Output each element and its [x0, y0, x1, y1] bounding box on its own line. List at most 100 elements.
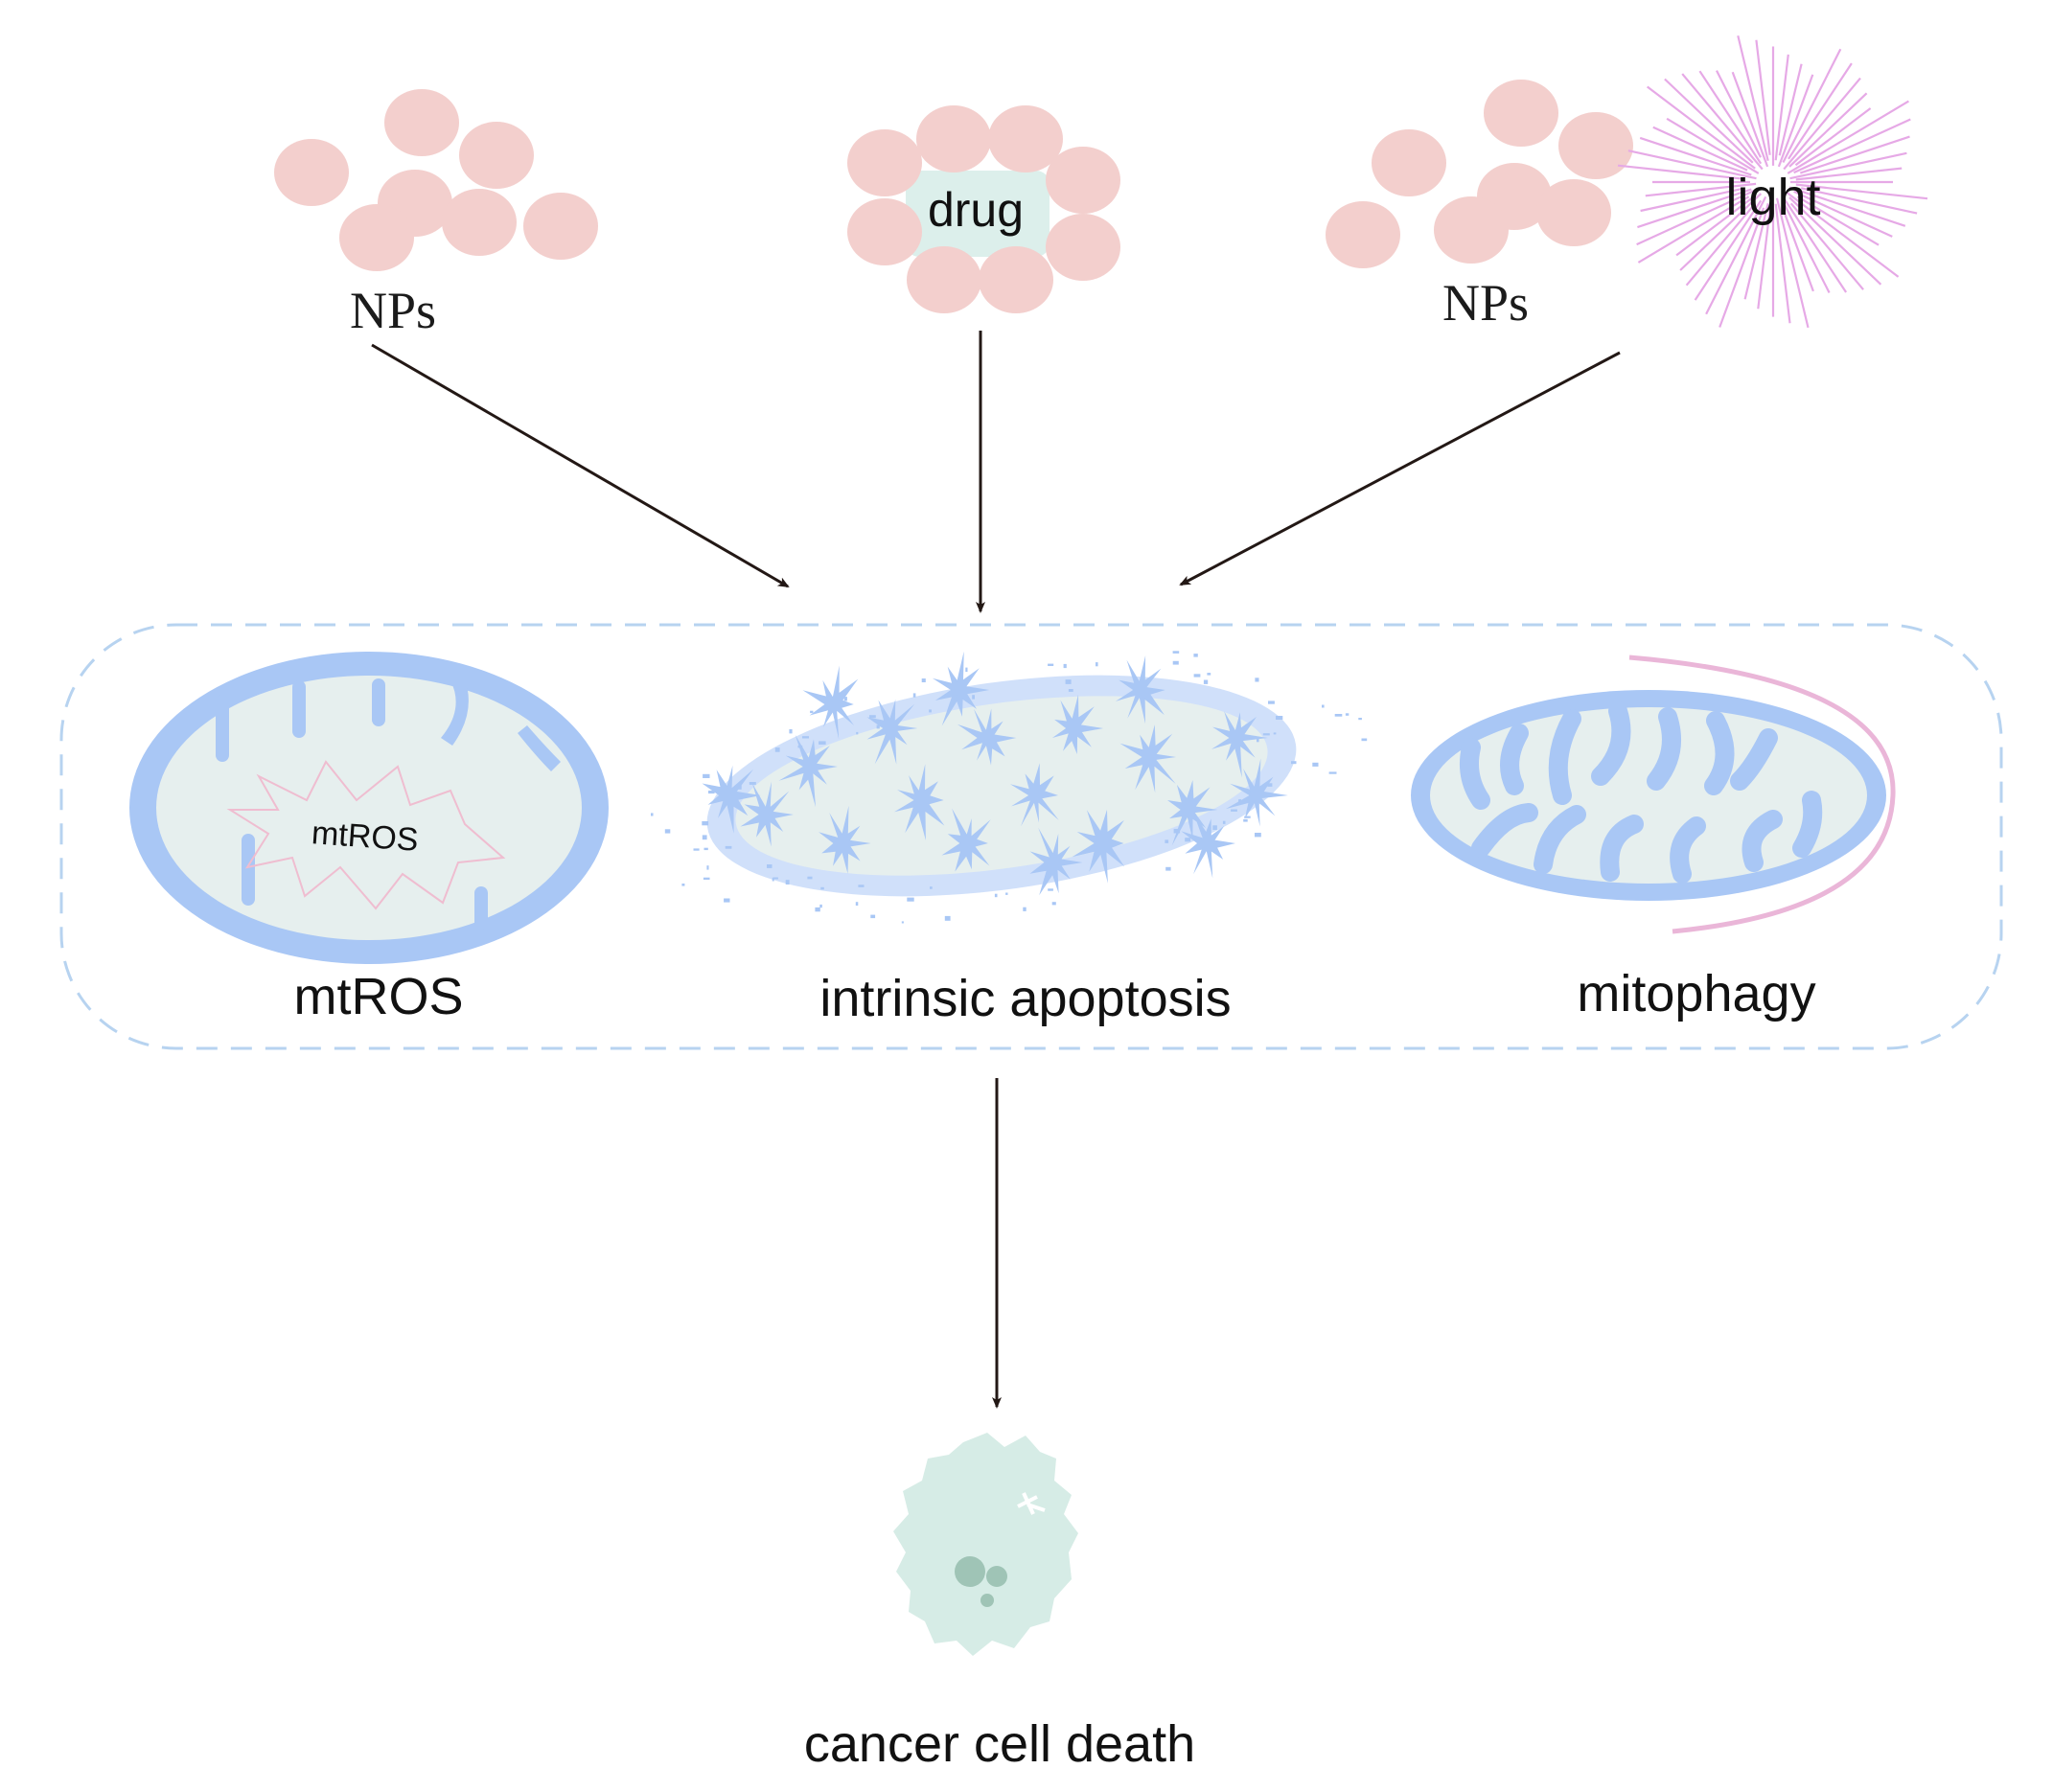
mito-debris: [706, 865, 709, 870]
mito-debris: [1262, 733, 1270, 736]
mito-debris: [1257, 738, 1259, 743]
mito-debris: [1063, 663, 1067, 669]
mito-fragment: [1010, 763, 1059, 827]
mito-debris: [1328, 771, 1337, 774]
mito-debris: [773, 877, 778, 880]
nanoparticle: [1326, 201, 1400, 268]
autophagosome-arc: [1628, 655, 1896, 934]
light-ray: [1793, 190, 1893, 238]
mito-debris: [708, 791, 715, 794]
light-ray: [1719, 207, 1765, 328]
nanoparticle: [459, 122, 534, 189]
light-ray: [1637, 195, 1750, 264]
mito-debris: [807, 876, 813, 880]
light-ray: [1796, 195, 1880, 246]
mito-debris: [802, 736, 809, 739]
mito-debris: [876, 724, 880, 729]
outcome-label: cancer cell death: [804, 1715, 1195, 1773]
light-ray: [1716, 70, 1762, 158]
mito-debris: [1358, 718, 1362, 721]
nanoparticle: [442, 189, 517, 256]
light-ray: [1652, 126, 1748, 172]
light-ray: [1795, 167, 1903, 181]
nanoparticle: [1484, 80, 1558, 147]
mito-debris: [956, 692, 958, 696]
mito-fragment: [819, 805, 871, 874]
mito-debris: [810, 710, 814, 714]
mito-debris: [1173, 828, 1181, 834]
nanoparticle: [916, 105, 991, 172]
nanoparticle: [1046, 147, 1120, 214]
light-ray: [1789, 151, 1907, 180]
mito-fragment: [1211, 711, 1268, 778]
mito-debris: [1165, 839, 1169, 843]
drug-carrier: drug: [847, 105, 1120, 313]
light-ray: [1617, 164, 1745, 180]
mito-debris: [843, 697, 847, 701]
light-ray: [1782, 48, 1842, 163]
mito-debris: [1245, 724, 1250, 727]
light-ray: [1781, 195, 1848, 293]
mito-debris: [856, 731, 859, 735]
mito-debris: [965, 667, 968, 673]
nanoparticle: [1536, 179, 1611, 246]
mito-fragment: [740, 781, 794, 847]
drug-core: [906, 171, 1050, 257]
mito-fragment: [1181, 811, 1235, 879]
mito-fragment: [932, 651, 990, 726]
light-ray: [1666, 117, 1760, 174]
mito-debris: [820, 886, 824, 890]
mito-debris: [1255, 833, 1261, 838]
mito-debris: [785, 880, 790, 885]
mito-debris: [1048, 663, 1054, 666]
light-ray: [1788, 186, 1906, 227]
mito-debris: [1231, 809, 1237, 812]
mito-debris: [693, 848, 700, 851]
np-cluster-right: [1326, 80, 1633, 268]
light-ray: [1787, 100, 1909, 174]
light-ray: [1743, 202, 1769, 300]
light-ray: [1800, 187, 1918, 215]
mito-fragment: [894, 764, 945, 840]
light-ray: [1679, 193, 1763, 271]
mito-debris: [702, 821, 709, 826]
mito-debris: [797, 745, 803, 748]
mito-debris: [1249, 792, 1252, 796]
light-ray: [1783, 77, 1861, 171]
mito-debris: [1322, 704, 1325, 708]
light-ray: [1794, 107, 1872, 167]
mito-debris: [1276, 716, 1283, 720]
light-ray: [1705, 195, 1767, 315]
mito-debris: [1185, 838, 1191, 842]
light-ray: [1637, 188, 1752, 229]
cristae: [1460, 701, 1823, 884]
mtros-inner-label: mtROS: [311, 815, 420, 859]
light-ray: [1737, 34, 1769, 162]
mito-fragment: [1029, 827, 1083, 896]
mito-debris: [1172, 651, 1180, 654]
mito-debris: [1193, 654, 1198, 657]
mito-debris: [767, 864, 773, 868]
mito-debris: [912, 693, 916, 698]
light-ray: [1778, 63, 1803, 156]
mito-debris: [703, 877, 710, 880]
light-ray: [1757, 197, 1773, 310]
np-label-left: NPs: [350, 282, 436, 339]
mito-fragment: [778, 735, 838, 808]
mito-debris: [994, 893, 998, 898]
mechanism-box: [59, 623, 2003, 1050]
light-burst-icon: [1617, 34, 1928, 329]
mito-debris: [819, 741, 826, 745]
light-ray: [1799, 135, 1910, 174]
light-ray: [1774, 203, 1791, 324]
mito-debris: [929, 709, 932, 713]
mito-debris: [1096, 662, 1098, 667]
mito-debris: [772, 878, 774, 882]
mito-debris: [1068, 689, 1073, 692]
drug-label: drug: [928, 183, 1024, 237]
light-ray: [1685, 202, 1757, 287]
light-ray: [1636, 188, 1759, 246]
light-label: light: [1725, 169, 1820, 226]
light-ray: [1775, 197, 1810, 329]
